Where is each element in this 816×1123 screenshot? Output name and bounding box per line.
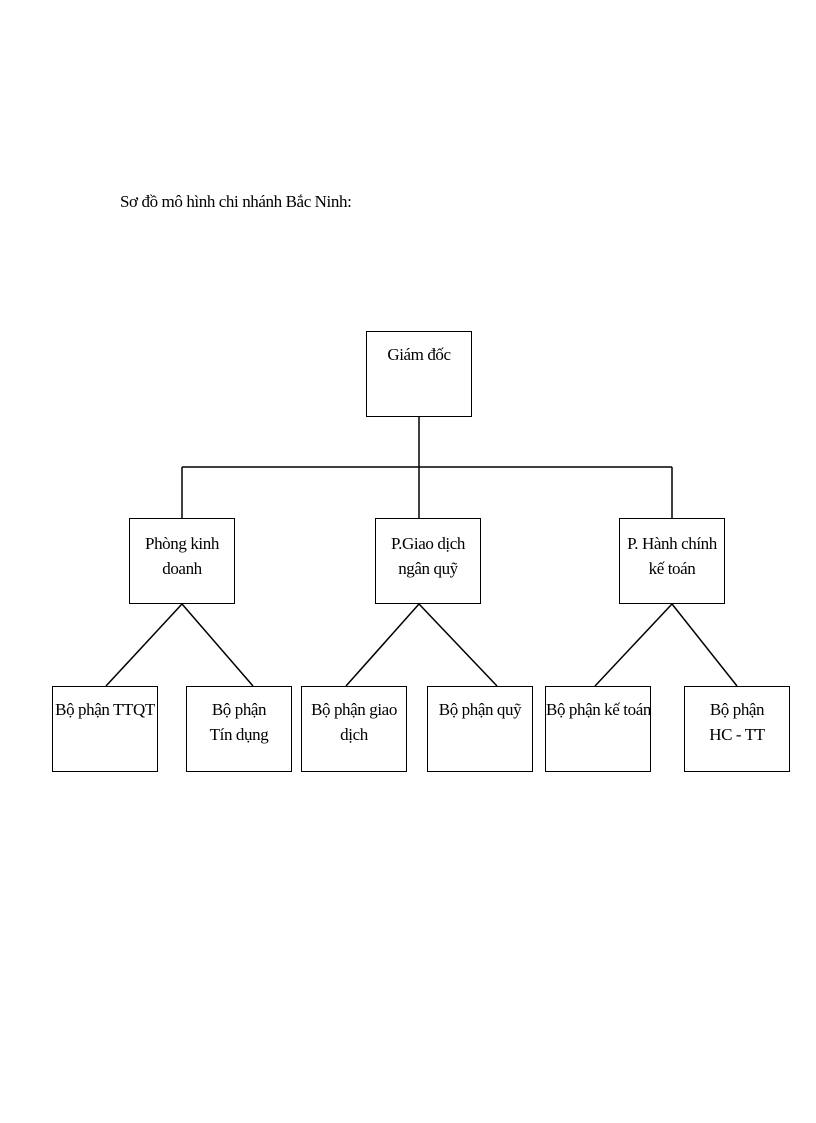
connector-department-2-to-unit-4 bbox=[418, 603, 498, 687]
node-unit-4: Bộ phận quỹ bbox=[427, 686, 533, 772]
node-department-3-line-2: kế toán bbox=[648, 559, 696, 578]
node-department-1-line-2: doanh bbox=[162, 559, 202, 578]
node-unit-6: Bộ phận HC - TT bbox=[684, 686, 790, 772]
diagram-caption: Sơ đồ mô hình chi nhánh Bắc Ninh: bbox=[120, 192, 352, 211]
node-root: Giám đốc bbox=[366, 331, 472, 417]
connector-department-1-to-unit-2 bbox=[181, 603, 254, 687]
node-department-3-line-1: P. Hành chính bbox=[627, 534, 717, 553]
node-unit-3: Bộ phận giao dịch bbox=[301, 686, 407, 772]
node-unit-3-line-1: Bộ phận giao bbox=[311, 700, 397, 719]
node-unit-2-line-1: Bộ phận bbox=[211, 700, 267, 719]
node-department-3: P. Hành chính kế toán bbox=[619, 518, 725, 604]
node-unit-1-line-1: Bộ phận TTQT bbox=[55, 700, 155, 719]
node-unit-4-line-1: Bộ phận quỹ bbox=[438, 700, 522, 719]
node-department-1: Phòng kinh doanh bbox=[129, 518, 235, 604]
connector-department-2-to-unit-3 bbox=[345, 603, 420, 687]
node-unit-5-line-1: Bộ phận kế toán bbox=[546, 700, 651, 719]
node-unit-5: Bộ phận kế toán bbox=[545, 686, 651, 772]
node-unit-1: Bộ phận TTQT bbox=[52, 686, 158, 772]
node-unit-6-line-1: Bộ phận bbox=[709, 700, 765, 719]
node-unit-3-line-2: dịch bbox=[340, 725, 368, 744]
connector-department-3-to-unit-5 bbox=[594, 603, 673, 687]
connector-department-1-to-unit-1 bbox=[105, 603, 183, 687]
node-unit-6-line-2: HC - TT bbox=[709, 725, 765, 744]
node-unit-2: Bộ phận Tín dụng bbox=[186, 686, 292, 772]
node-department-1-line-1: Phòng kinh bbox=[145, 534, 219, 553]
node-department-2-line-1: P.Giao dịch bbox=[391, 534, 465, 553]
node-department-2: P.Giao dịch ngân quỹ bbox=[375, 518, 481, 604]
node-unit-2-line-2: Tín dụng bbox=[209, 725, 269, 744]
node-department-2-line-2: ngân quỹ bbox=[398, 559, 458, 578]
connector-department-3-to-unit-6 bbox=[671, 603, 738, 687]
node-root-line-1: Giám đốc bbox=[387, 345, 451, 364]
